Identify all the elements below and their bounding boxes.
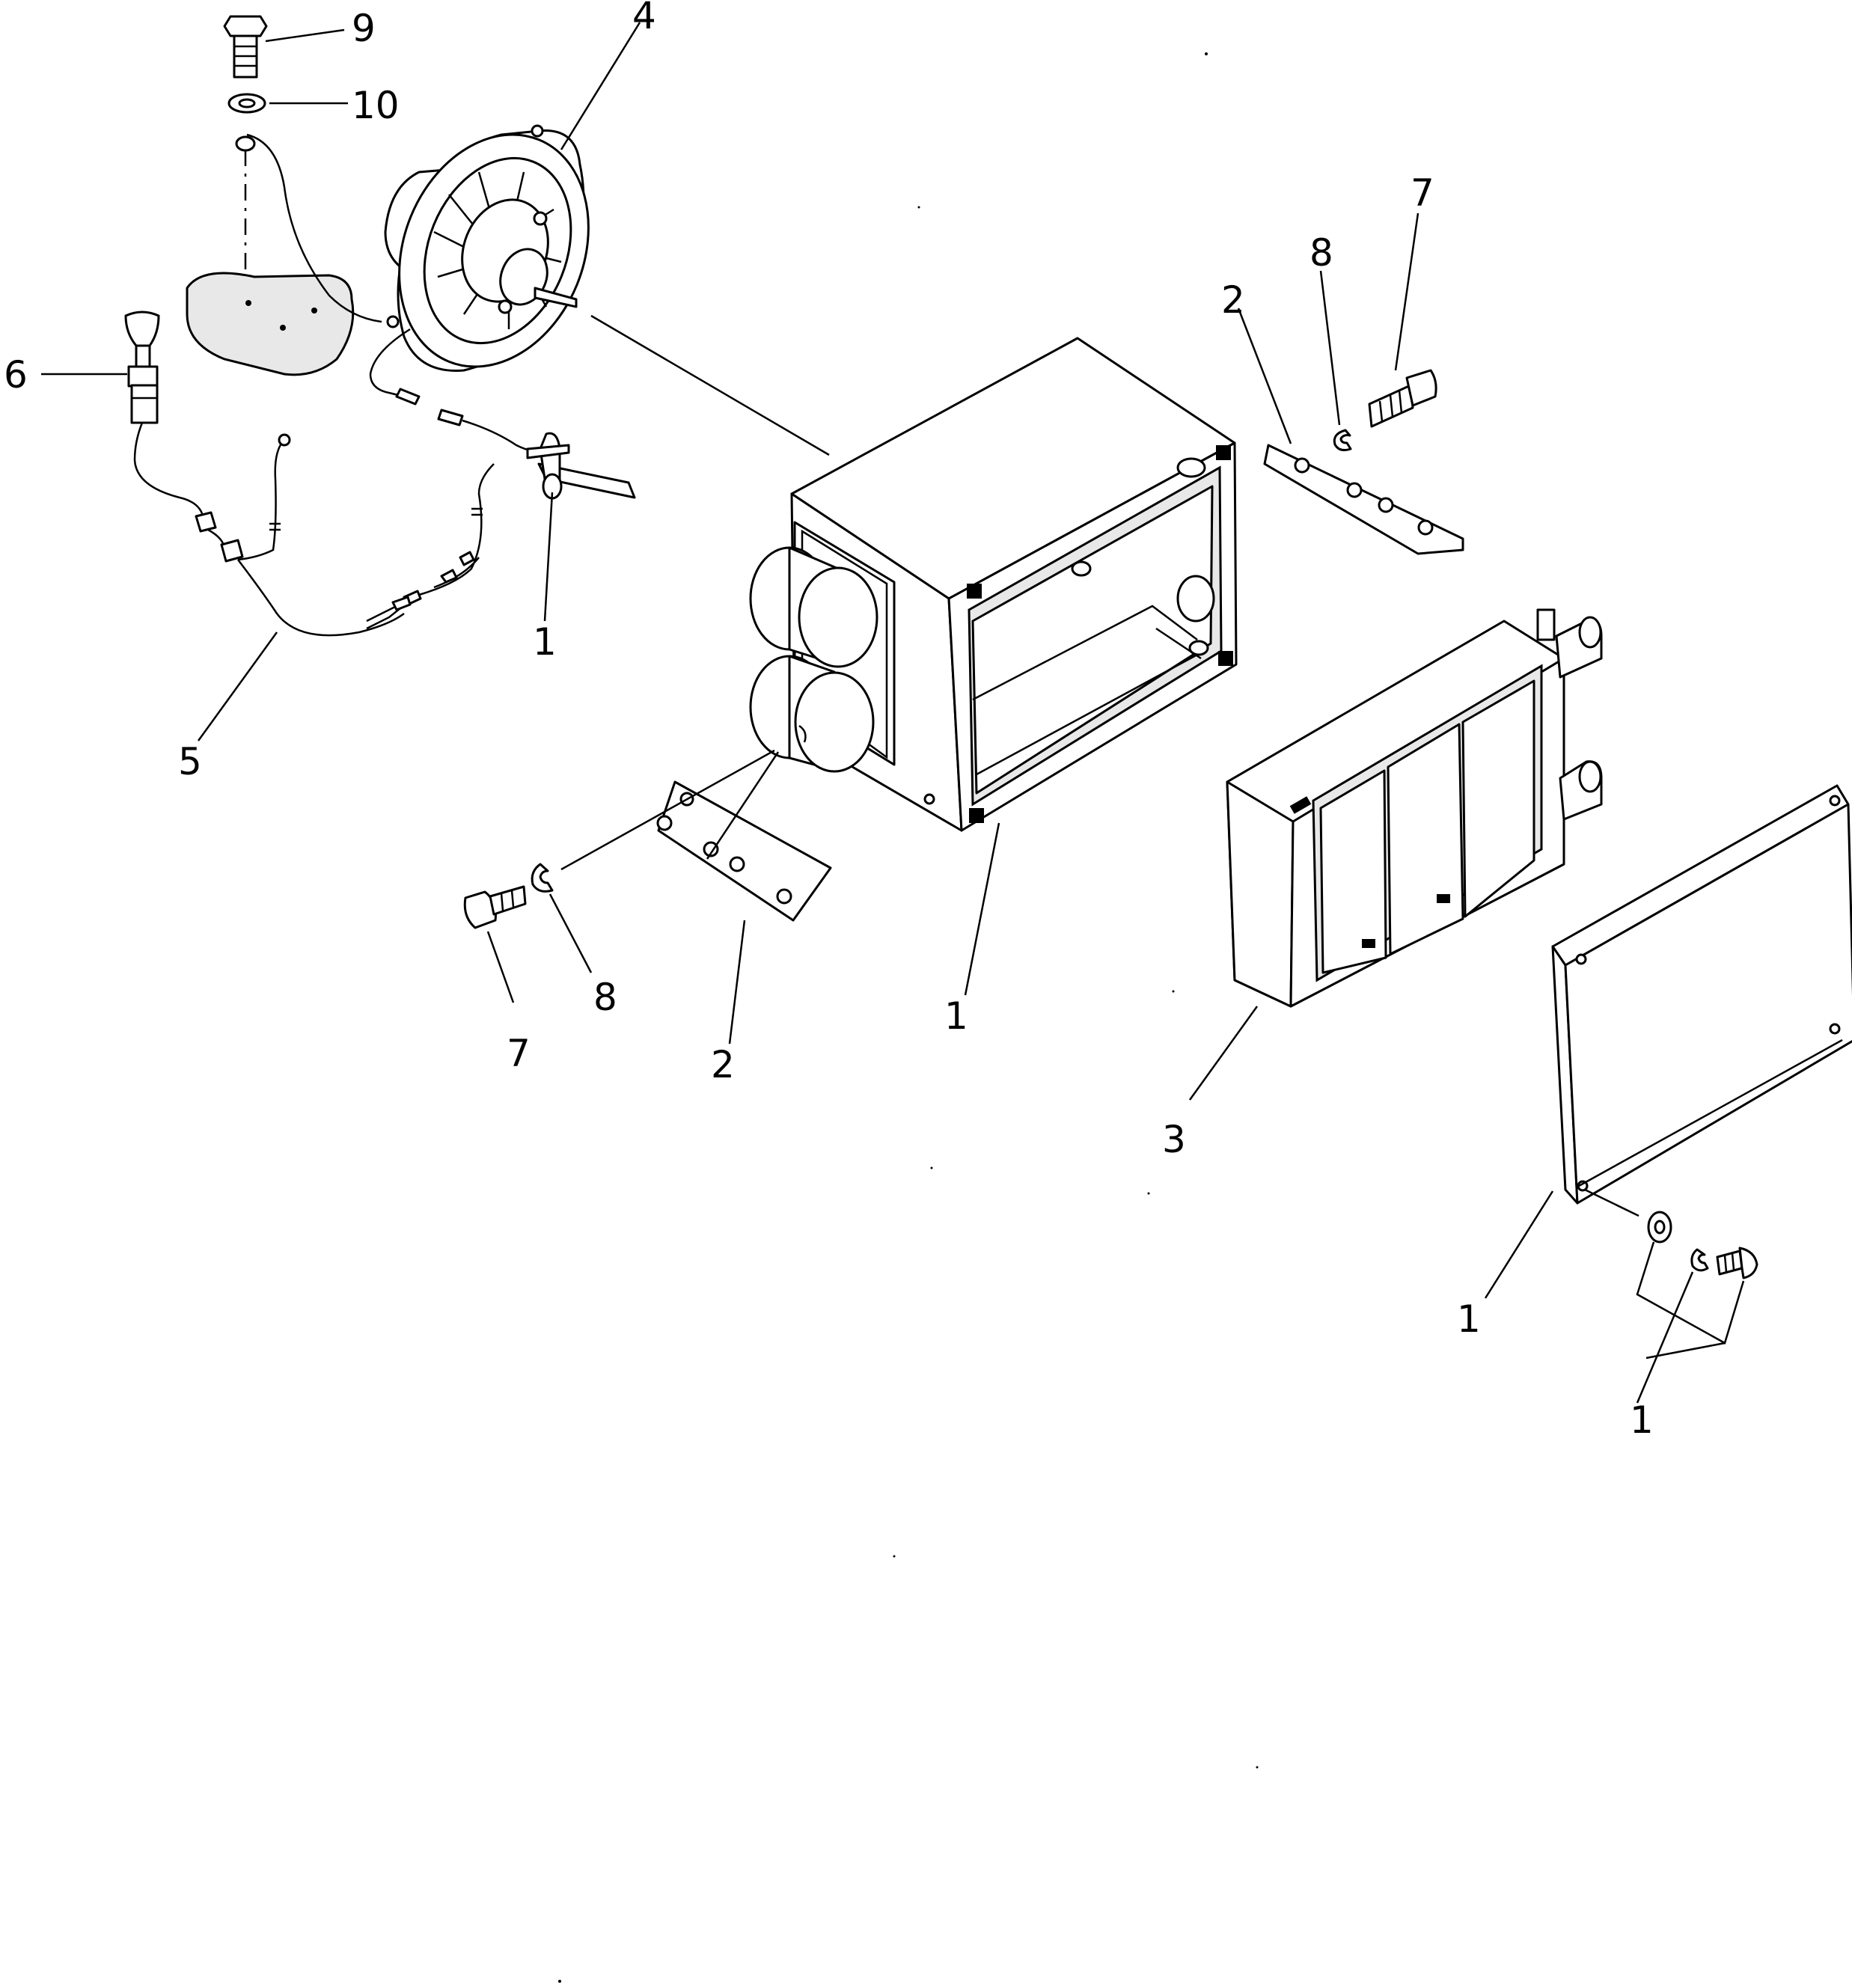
callout-1-screws: 1 [1630, 1398, 1654, 1442]
callout-2-bottom: 2 [711, 1043, 735, 1086]
bolt-7-bottom [463, 885, 527, 929]
callout-8-top: 8 [1309, 231, 1333, 275]
switch-6 [124, 311, 160, 424]
heater-core-3 [1226, 608, 1603, 1008]
bracket-2-top [1263, 444, 1464, 555]
bolt-9 [223, 15, 268, 79]
callout-1-harness: 1 [533, 620, 557, 664]
lock-washer-8-bottom [531, 863, 554, 893]
cover-plate-1 [1551, 784, 1852, 1205]
callout-labels: 9 10 4 6 1 5 2 8 7 7 8 2 1 3 1 1 [4, 0, 1654, 1442]
callout-10: 10 [352, 84, 400, 127]
callout-1-cover: 1 [1457, 1297, 1481, 1341]
bracket-2-bottom [656, 780, 832, 922]
washer-10 [227, 93, 266, 114]
bolt-7-top [1368, 369, 1437, 428]
callout-9: 9 [352, 7, 376, 50]
blower-motor-4 [369, 124, 590, 406]
resistor-clip [526, 432, 636, 500]
heater-case-1 [749, 337, 1238, 832]
callout-7-top: 7 [1411, 171, 1434, 215]
callout-2-top: 2 [1221, 278, 1245, 322]
leader-shaft-to-case [590, 314, 830, 456]
callout-1-case: 1 [944, 994, 968, 1038]
wiring-harness-5 [133, 409, 547, 637]
specks [558, 52, 1259, 1983]
callout-7-bottom: 7 [507, 1032, 531, 1075]
callout-5: 5 [178, 740, 202, 783]
callout-3: 3 [1162, 1118, 1186, 1161]
callout-6: 6 [4, 353, 28, 397]
lock-washer-8-top [1333, 429, 1352, 451]
leader-lines [41, 22, 1843, 1404]
cover-screws [1647, 1211, 1758, 1279]
callout-8-bottom: 8 [593, 976, 617, 1019]
callout-4: 4 [632, 0, 656, 37]
resistor-plate [186, 133, 382, 376]
